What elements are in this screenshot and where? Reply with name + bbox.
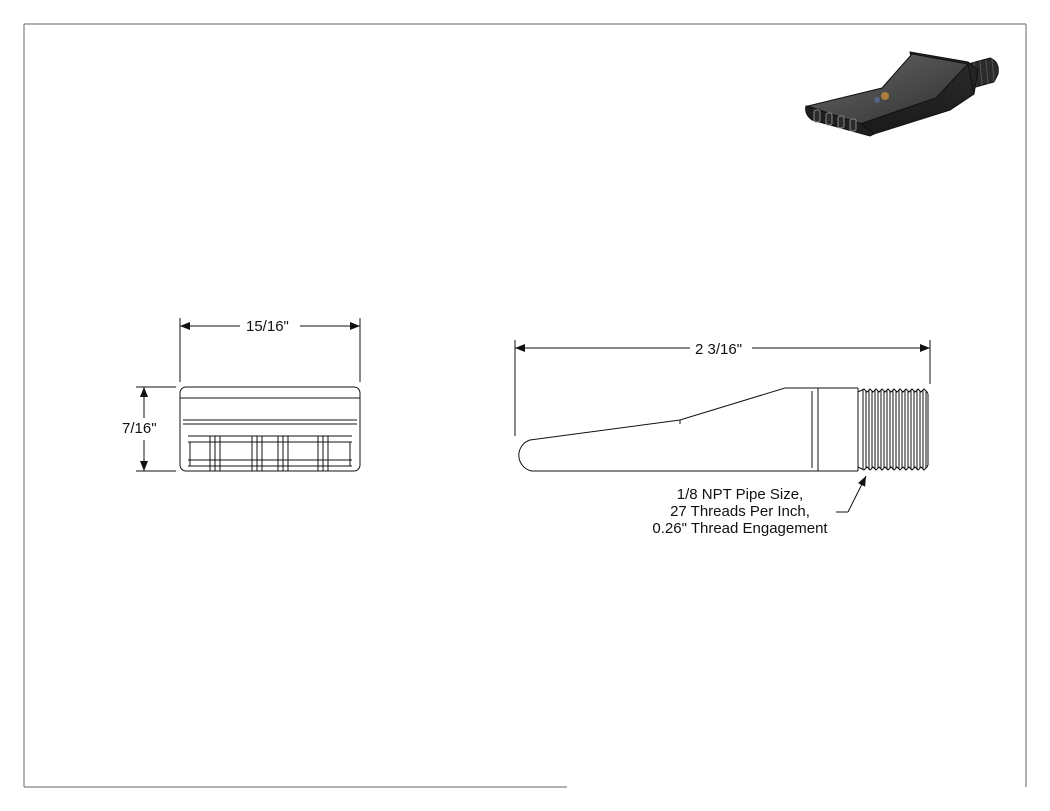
thread-note-leader (836, 475, 867, 513)
thread-note-line-1: 1/8 NPT Pipe Size, (676, 486, 804, 503)
dimension-side-length (514, 340, 931, 436)
thread-section (857, 388, 929, 471)
front-height-label: 7/16" (122, 420, 157, 437)
iso-logo-mark (881, 92, 889, 100)
dimension-front-width (179, 318, 361, 382)
side-view (518, 387, 929, 472)
nozzle-slot-dividers (189, 435, 351, 472)
iso-nozzle-tabs (813, 109, 857, 132)
thread-note-line-2: 27 Threads Per Inch, (670, 503, 810, 520)
front-width-label: 15/16" (246, 318, 289, 335)
thread-note-line-3: 0.26" Thread Engagement (652, 520, 828, 537)
dimension-front-height (136, 386, 176, 472)
sheet-border (23, 23, 1027, 788)
front-view (179, 386, 361, 472)
thread-spec-note: 1/8 NPT Pipe Size, 27 Threads Per Inch, … (640, 486, 840, 537)
isometric-view (805, 51, 999, 137)
side-length-label: 2 3/16" (695, 341, 743, 358)
